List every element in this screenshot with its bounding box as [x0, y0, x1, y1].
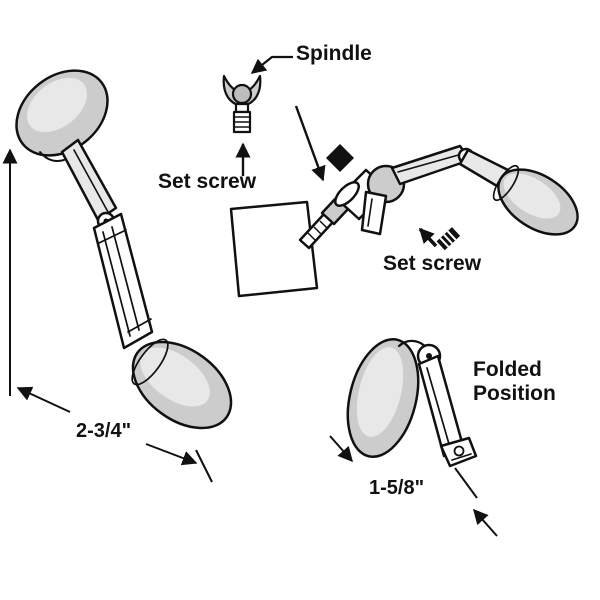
- folded-position-line1: Folded: [473, 358, 542, 381]
- spindle-part: [222, 74, 262, 134]
- set-screw-right-arrow: [418, 227, 438, 248]
- crank-handle-folded-view: [346, 337, 478, 468]
- set-screw-right-label: Set screw: [383, 252, 482, 275]
- operator-stud-block: [229, 168, 390, 298]
- crank-handle-attached-view: [360, 144, 579, 236]
- handle-length-dimension-text: 2-3/4": [76, 420, 132, 442]
- dimension-line-folded-length: [329, 435, 498, 537]
- set-screw-top-label: Set screw: [158, 170, 257, 193]
- dimension-line-handle-length: [2, 148, 213, 483]
- folded-length-dimension-text: 1-5/8": [369, 477, 425, 499]
- folded-position-line2: Position: [473, 382, 556, 405]
- set-screw-icon: [436, 227, 461, 251]
- set-screw-diamond-icon: [326, 144, 354, 172]
- spindle-insertion-arrow: [294, 105, 326, 182]
- spindle-callout-arrow: [250, 55, 293, 74]
- crank-handle-extended-view: [15, 69, 233, 430]
- folded-position-label: Folded Position: [473, 358, 556, 406]
- spindle-label: Spindle: [296, 42, 372, 65]
